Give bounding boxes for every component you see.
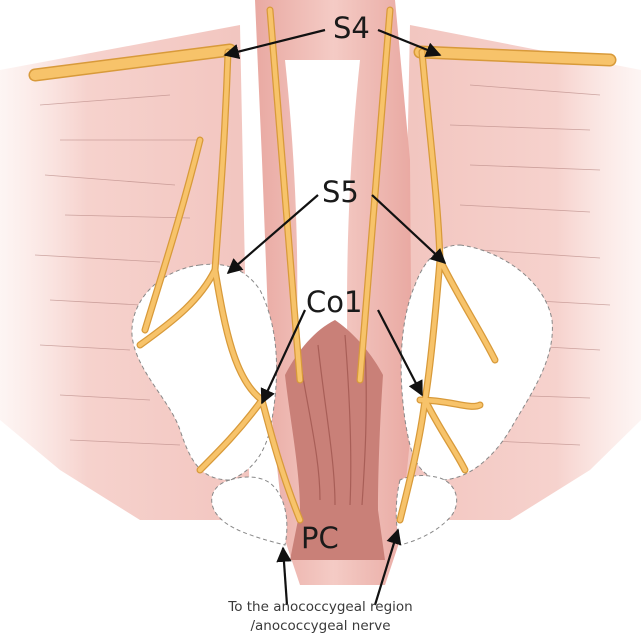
label-co1: Co1 bbox=[306, 288, 362, 317]
label-s5: S5 bbox=[322, 178, 359, 207]
caption-line-1: To the anococcygeal region bbox=[0, 598, 641, 617]
label-pc: PC bbox=[301, 524, 339, 553]
arrow-pc-left bbox=[283, 548, 287, 605]
label-s4: S4 bbox=[333, 14, 370, 43]
caption: To the anococcygeal region /anococcygeal… bbox=[0, 598, 641, 636]
caption-line-2: /anococcygeal nerve bbox=[0, 617, 641, 636]
